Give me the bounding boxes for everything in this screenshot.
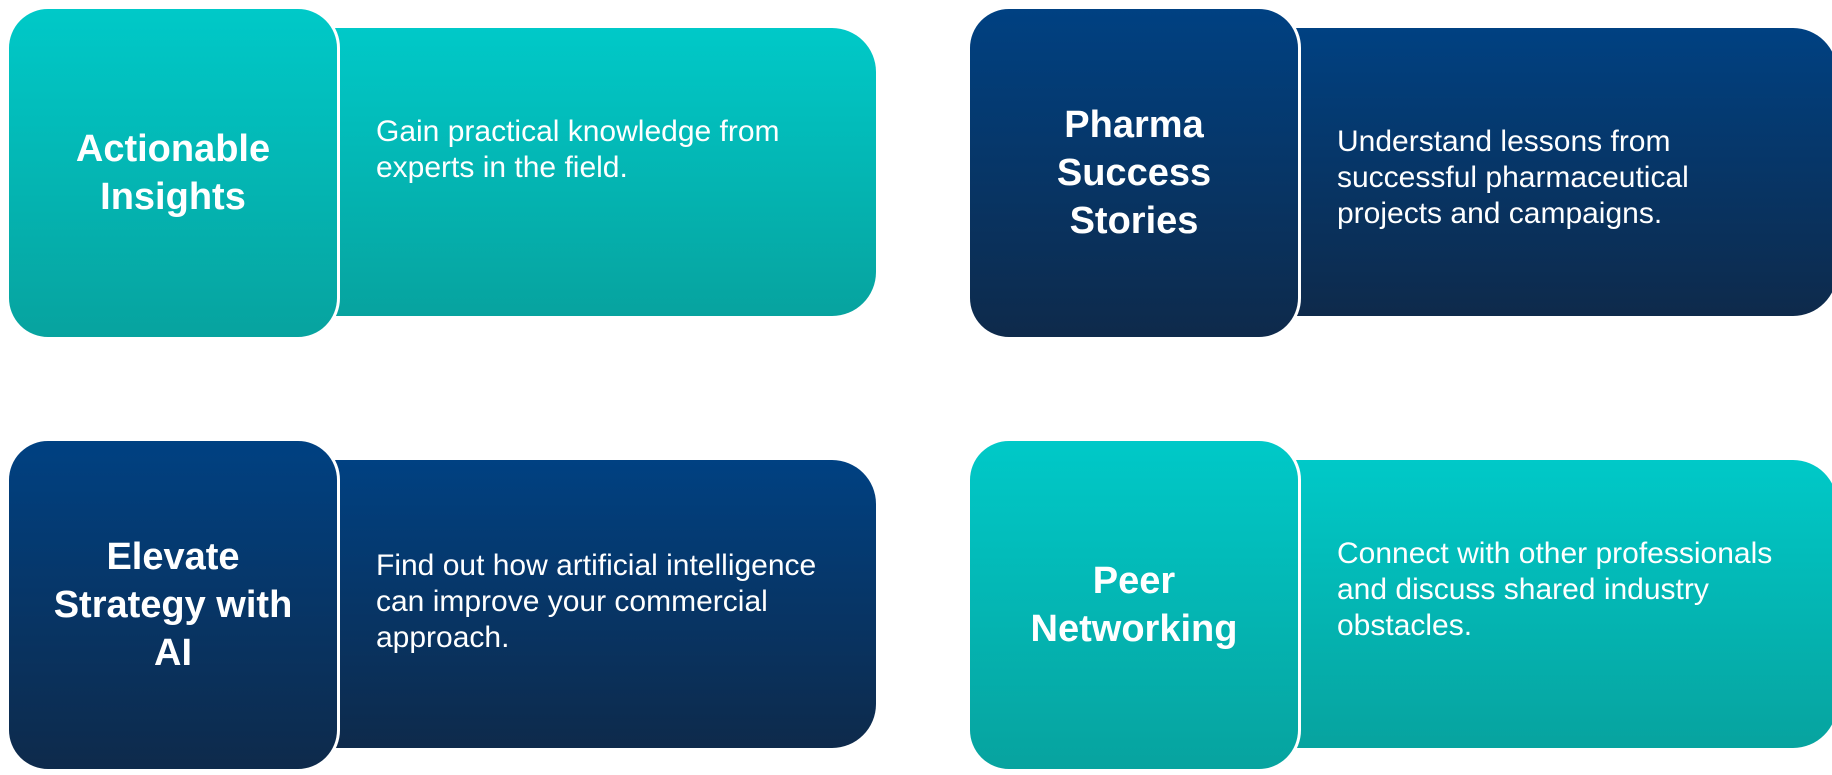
card-title-box: Elevate Strategy with AI <box>6 438 340 772</box>
card-description: Connect with other professionals and dis… <box>1337 537 1773 642</box>
card-title-box: Actionable Insights <box>6 6 340 340</box>
card-title: Pharma Success Stories <box>1056 104 1212 242</box>
card-pharma-success-stories: Understand lessons from successful pharm… <box>967 6 1832 340</box>
card-elevate-strategy-ai: Find out how artificial intelligence can… <box>6 438 876 772</box>
card-peer-networking: Connect with other professionals and dis… <box>967 438 1832 772</box>
card-title: Elevate Strategy with AI <box>53 536 293 674</box>
card-description: Understand lessons from successful pharm… <box>1337 125 1689 230</box>
card-title-box: Peer Networking <box>967 438 1301 772</box>
card-description-box: Find out how artificial intelligence can… <box>328 460 876 748</box>
card-description: Gain practical knowledge from experts in… <box>376 115 780 184</box>
card-description-box: Connect with other professionals and dis… <box>1289 460 1832 748</box>
card-title: Peer Networking <box>1030 560 1238 650</box>
card-title-box: Pharma Success Stories <box>967 6 1301 340</box>
card-title: Actionable Insights <box>75 128 271 218</box>
card-description-box: Gain practical knowledge from experts in… <box>328 28 876 316</box>
card-description-box: Understand lessons from successful pharm… <box>1289 28 1832 316</box>
card-actionable-insights: Gain practical knowledge from experts in… <box>6 6 876 340</box>
card-description: Find out how artificial intelligence can… <box>376 549 817 654</box>
